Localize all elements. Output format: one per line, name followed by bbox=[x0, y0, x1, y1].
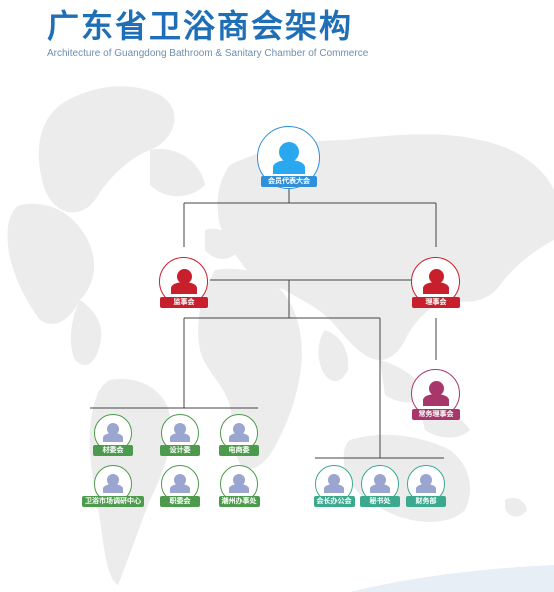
node-label: 设计委 bbox=[160, 445, 200, 456]
person-icon bbox=[98, 469, 128, 499]
node-label: 常务理事会 bbox=[412, 409, 460, 420]
node-label: 材委会 bbox=[93, 445, 133, 456]
node-label: 会员代表大会 bbox=[261, 176, 317, 187]
person-icon bbox=[416, 374, 456, 414]
person-icon bbox=[416, 262, 456, 302]
node-label: 潮州办事处 bbox=[218, 496, 260, 507]
node-label: 监事会 bbox=[160, 297, 208, 308]
node-label: 电商委 bbox=[219, 445, 259, 456]
node-label: 会长办公会 bbox=[313, 496, 355, 507]
person-icon bbox=[365, 469, 395, 499]
person-icon bbox=[165, 418, 195, 448]
node-label: 卫浴市场调研中心 bbox=[82, 496, 144, 507]
node-label: 财务部 bbox=[406, 496, 446, 507]
page-subtitle: Architecture of Guangdong Bathroom & San… bbox=[47, 48, 369, 59]
person-icon bbox=[264, 133, 314, 183]
person-icon bbox=[164, 262, 204, 302]
person-icon bbox=[411, 469, 441, 499]
node-label: 理事会 bbox=[412, 297, 460, 308]
node-label: 职委会 bbox=[160, 496, 200, 507]
person-icon bbox=[224, 418, 254, 448]
person-icon bbox=[165, 469, 195, 499]
person-icon bbox=[319, 469, 349, 499]
person-icon bbox=[224, 469, 254, 499]
page-title: 广东省卫浴商会架构 bbox=[47, 7, 354, 45]
node-label: 秘书处 bbox=[360, 496, 400, 507]
person-icon bbox=[98, 418, 128, 448]
